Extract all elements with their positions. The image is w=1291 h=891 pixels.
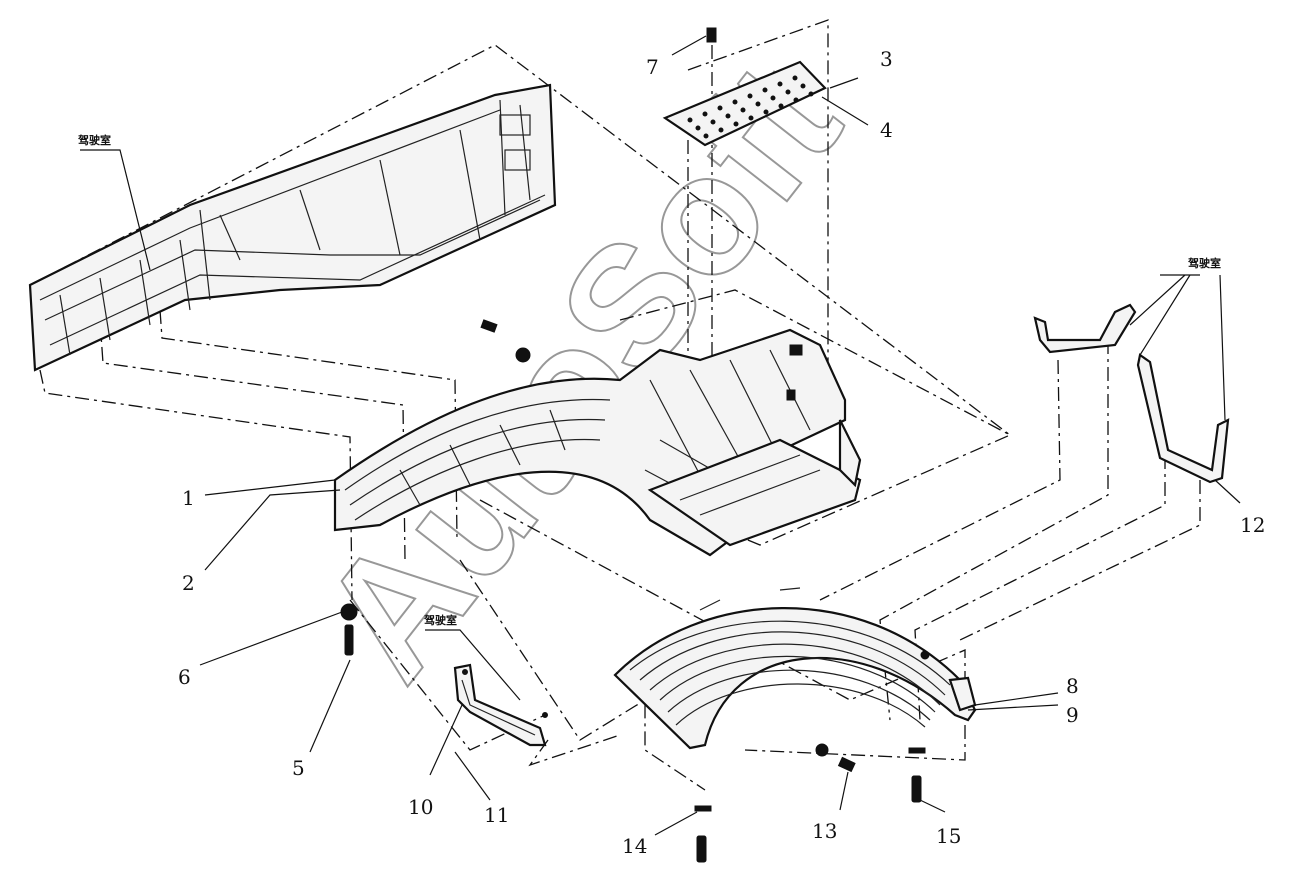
part-label-13: 13 — [812, 819, 837, 843]
part-12-u-bracket — [1136, 353, 1230, 484]
part-5-bolt — [344, 624, 354, 656]
part-label-8: 8 — [1066, 674, 1079, 698]
part-label-3: 3 — [880, 47, 893, 71]
part-label-6: 6 — [178, 665, 191, 689]
part-label-4: 4 — [880, 118, 893, 142]
part-label-12: 12 — [1240, 513, 1265, 537]
part-label-11: 11 — [484, 803, 509, 827]
part-label-14: 14 — [622, 834, 647, 858]
cabin-label-2: 驾驶室 — [423, 613, 457, 627]
cabin-label-3: 驾驶室 — [1187, 256, 1221, 270]
part-10-bracket — [425, 629, 548, 747]
leader-lines — [80, 35, 1241, 836]
part-label-9: 9 — [1066, 703, 1079, 727]
part-label-15: 15 — [936, 824, 961, 848]
part-label-2: 2 — [182, 571, 195, 595]
part-label-5: 5 — [292, 756, 305, 780]
part-8-fender — [613, 587, 977, 750]
cabin-floor-structure — [28, 83, 557, 372]
part-label-7: 7 — [646, 55, 659, 79]
part-1-floor-panel — [333, 328, 862, 557]
fasteners — [340, 27, 926, 863]
part-6-nut — [340, 603, 358, 621]
cabin-label-1: 驾驶室 — [77, 133, 111, 147]
upper-bracket — [1033, 303, 1137, 354]
part-label-1: 1 — [182, 486, 195, 510]
part-label-10: 10 — [408, 795, 433, 819]
part-3-step-plate — [662, 60, 827, 147]
